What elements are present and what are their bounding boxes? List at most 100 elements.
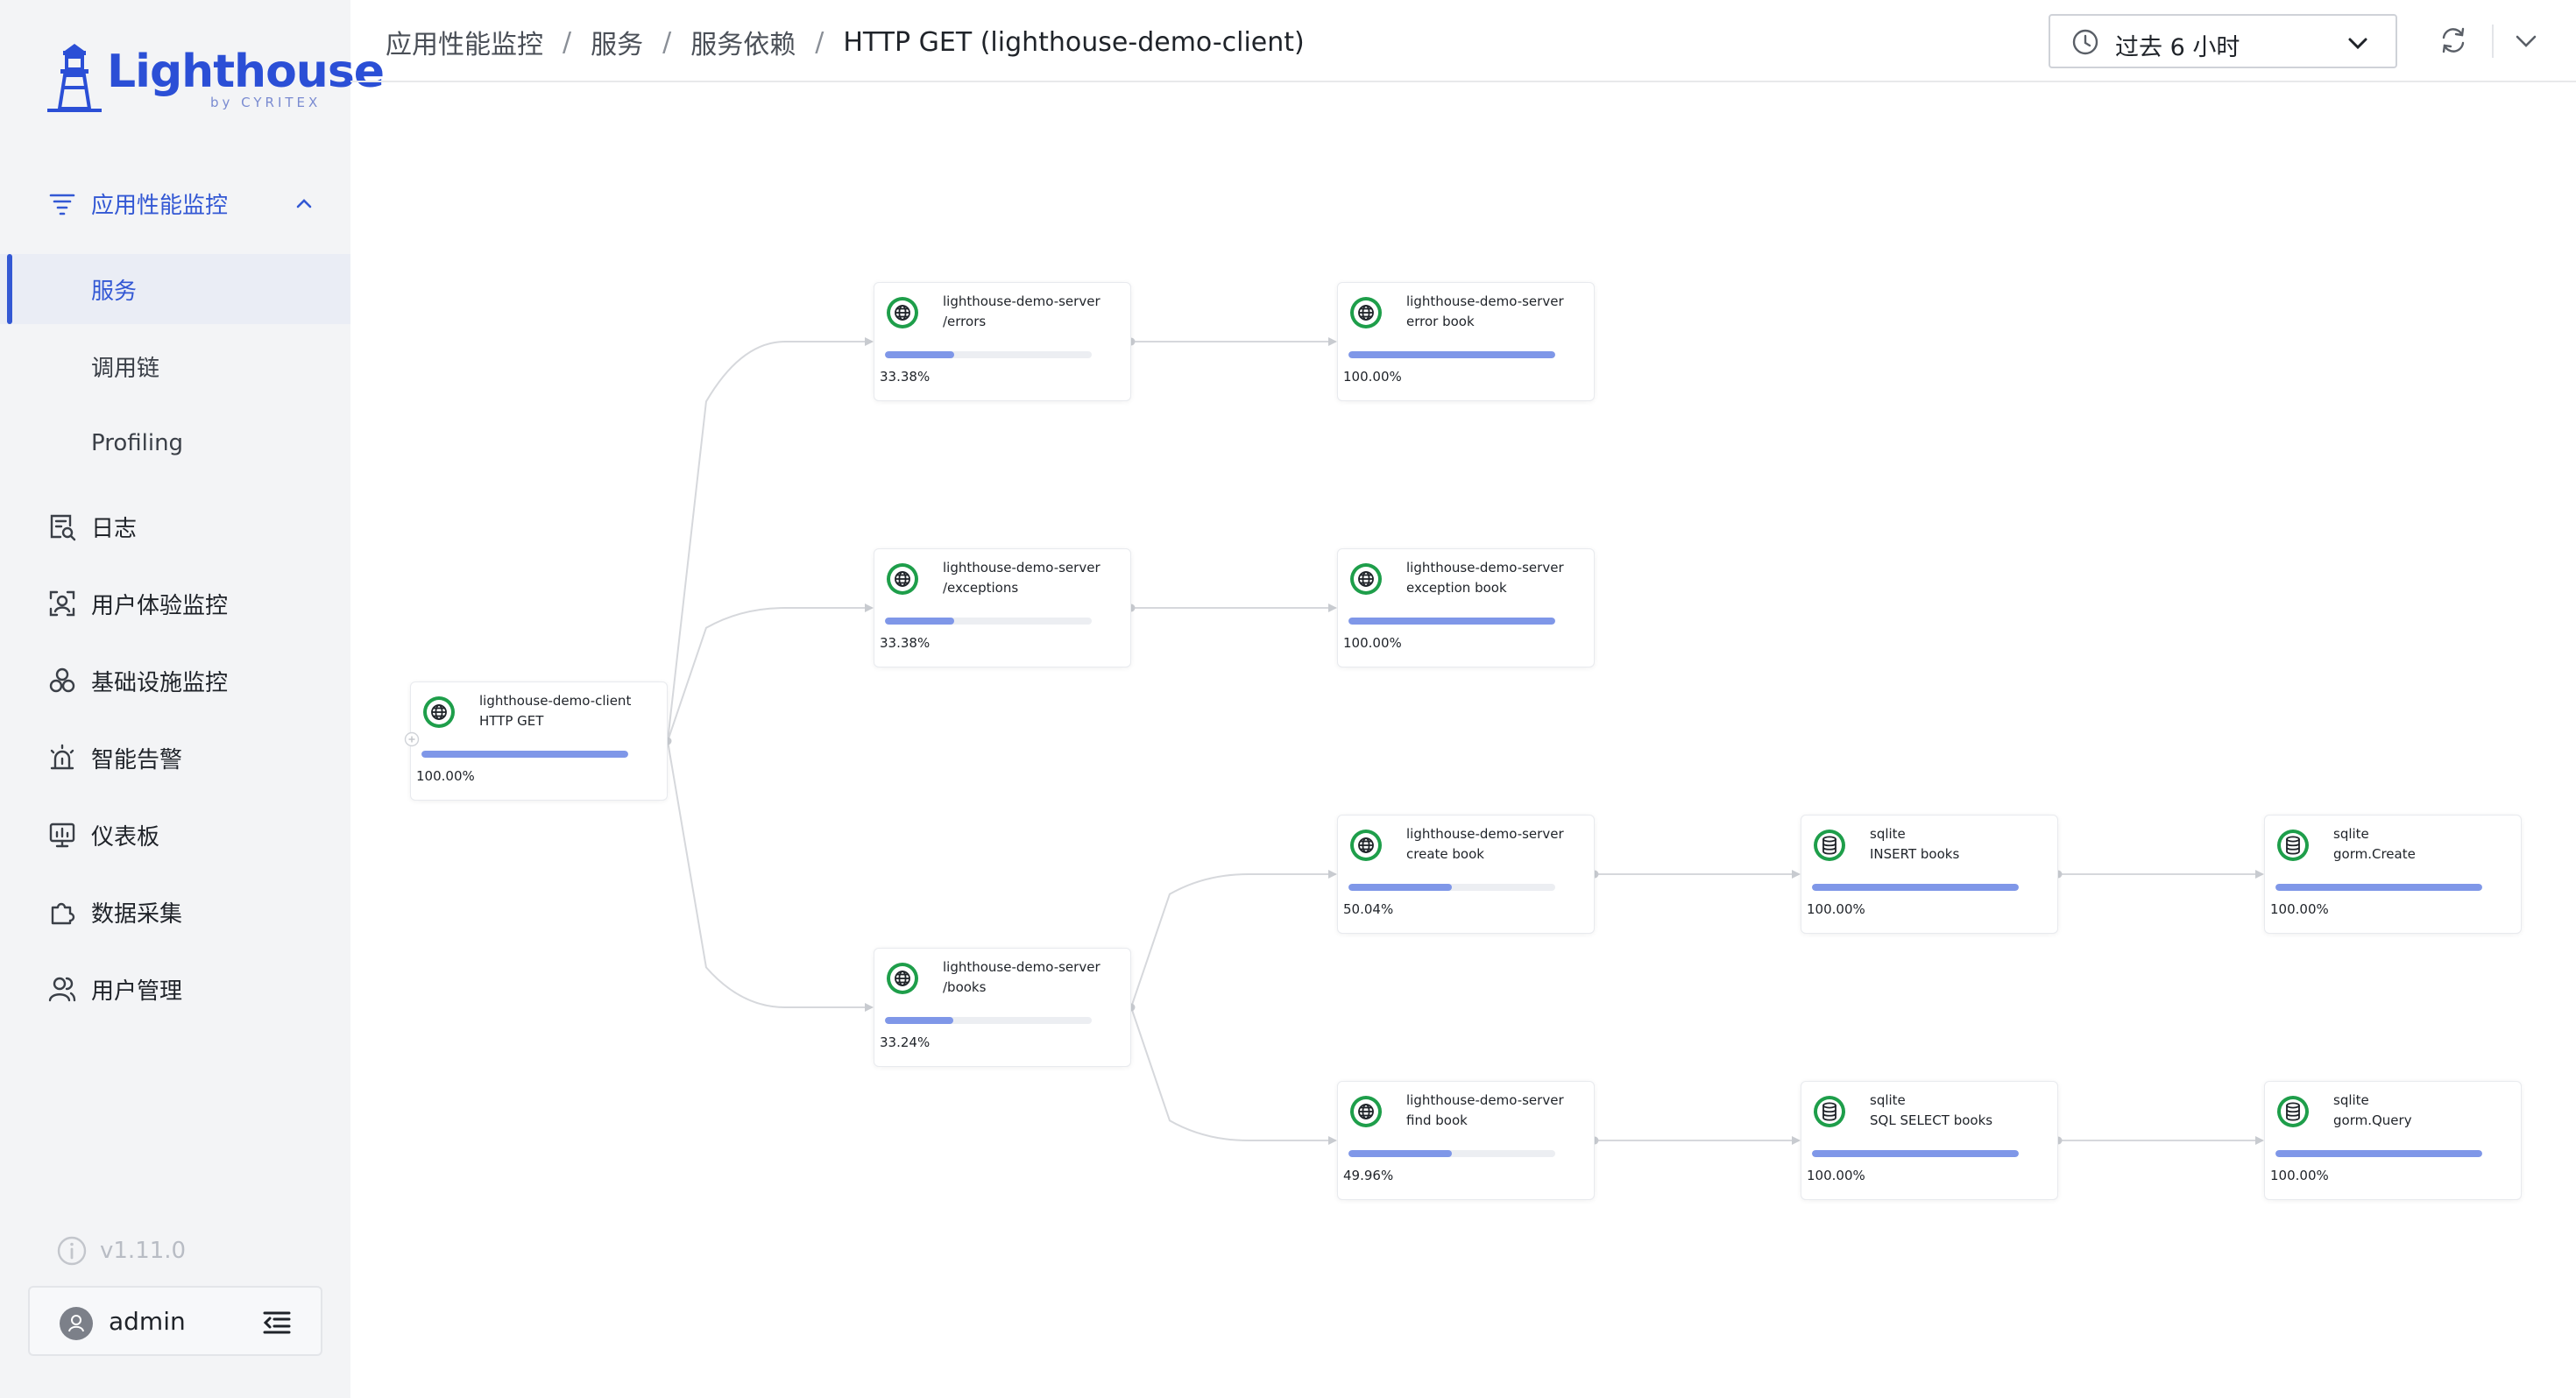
graph-edge-n1-n4 (667, 740, 870, 1008)
edge-arrow (865, 337, 874, 346)
sidebar-item-label: 用户体验监控 (91, 592, 229, 619)
database-icon (1814, 1096, 1845, 1127)
sidebar-item-users[interactable]: 用户管理 (0, 954, 350, 1024)
globe-icon (1350, 563, 1382, 595)
sidebar-item-label: 调用链 (91, 355, 160, 382)
sidebar-item-label: 基础设施监控 (91, 669, 229, 696)
sidebar-item-data-collection[interactable]: 数据采集 (0, 877, 350, 947)
alarm-light-icon (50, 744, 74, 770)
globe-icon (423, 696, 455, 728)
breadcrumb-apm[interactable]: 应用性能监控 (386, 30, 543, 60)
edge-arrow (1792, 1136, 1801, 1145)
node-percent-label: 100.00% (2270, 1168, 2329, 1183)
user-icon (68, 1315, 84, 1332)
cluster-icon (49, 667, 75, 693)
sidebar-item-label: 日志 (91, 515, 138, 542)
user-menu[interactable]: admin (28, 1286, 322, 1356)
chevron-down-icon[interactable] (2511, 26, 2541, 56)
edge-arrow (1328, 337, 1337, 346)
sidebar-item-label: 服务 (91, 278, 138, 305)
sidebar-item-rum[interactable]: 用户体验监控 (0, 568, 350, 639)
node-operation-name: INSERT books (1870, 846, 1960, 862)
sidebar-item-services[interactable]: 服务 (0, 254, 350, 324)
sidebar-group-label: 应用性能监控 (91, 192, 229, 219)
edge-arrow (865, 604, 874, 612)
lighthouse-logo[interactable]: Lighthouse by CYRITEX (44, 40, 385, 119)
sidebar-item-dashboards[interactable]: 仪表板 (0, 800, 350, 870)
node-operation-name: /books (943, 979, 987, 995)
edge-arrow (1792, 870, 1801, 879)
node-percent-bar (2275, 1150, 2482, 1157)
graph-node-n4[interactable]: lighthouse-demo-server/books 33.24% (874, 948, 1131, 1067)
time-range-label: 过去 6 小时 (2115, 34, 2240, 61)
graph-edges (663, 337, 2264, 1145)
node-percent-track (885, 618, 1092, 625)
node-service-name: lighthouse-demo-server (1406, 560, 1564, 575)
sidebar-item-logs[interactable]: 日志 (0, 491, 350, 561)
node-percent-track (1812, 884, 2019, 891)
sidebar-item-label: 数据采集 (91, 900, 183, 928)
chevron-down-icon (2348, 38, 2367, 50)
node-service-name: lighthouse-demo-server (1406, 826, 1564, 842)
sidebar-item-label: 智能告警 (91, 746, 183, 773)
node-percent-track (1348, 1150, 1555, 1157)
info-icon (57, 1236, 87, 1266)
node-service-name: lighthouse-demo-client (479, 693, 632, 709)
globe-icon (887, 297, 918, 328)
monitor-chart-icon (49, 823, 75, 848)
node-percent-track (885, 1017, 1092, 1024)
node-percent-bar (1348, 618, 1555, 625)
node-percent-bar (885, 618, 954, 625)
filter-lines-icon (49, 194, 75, 215)
logo-subtitle: by CYRITEX (210, 95, 322, 110)
sidebar-item-infra[interactable]: 基础设施监控 (0, 646, 350, 716)
sidebar-group-apm[interactable]: 应用性能监控 (0, 168, 350, 238)
node-percent-bar (885, 351, 954, 358)
node-service-name: lighthouse-demo-server (1406, 293, 1564, 309)
refresh-icon[interactable] (2438, 25, 2469, 56)
sidebar-item-traces[interactable]: 调用链 (0, 331, 350, 401)
expand-node-icon[interactable] (404, 731, 420, 747)
database-icon (1814, 830, 1845, 861)
log-search-icon (50, 514, 76, 541)
time-range-select[interactable]: 过去 6 小时 (2049, 14, 2397, 68)
breadcrumb-services[interactable]: 服务 (591, 30, 644, 60)
edge-arrow (1328, 604, 1337, 612)
edge-arrow (1328, 1136, 1337, 1145)
puzzle-icon (51, 902, 75, 925)
graph-edge-n1-n3 (667, 607, 870, 742)
edge-arrow (865, 1003, 874, 1012)
node-service-name: sqlite (2333, 1092, 2369, 1108)
node-service-name: lighthouse-demo-server (943, 959, 1100, 975)
node-operation-name: HTTP GET (479, 713, 544, 729)
database-icon (2277, 830, 2309, 861)
node-percent-label: 100.00% (1343, 369, 1402, 385)
logo-text: Lighthouse (107, 46, 385, 98)
breadcrumb-dependencies[interactable]: 服务依赖 (690, 30, 796, 60)
breadcrumb-current: HTTP GET (lighthouse-demo-client) (843, 26, 1305, 58)
globe-icon (887, 563, 918, 595)
node-percent-label: 33.24% (880, 1034, 931, 1050)
chevron-up-icon[interactable] (294, 194, 314, 213)
sidebar-item-label: Profiling (91, 430, 184, 456)
collapse-sidebar-icon[interactable] (261, 1307, 293, 1338)
node-percent-track (2275, 1150, 2482, 1157)
sidebar-item-profiling[interactable]: Profiling (0, 408, 350, 478)
globe-icon (1350, 830, 1382, 861)
node-percent-track (421, 751, 628, 758)
sidebar-item-alerts[interactable]: 智能告警 (0, 723, 350, 793)
avatar[interactable] (60, 1307, 93, 1340)
node-operation-name: find book (1406, 1112, 1468, 1128)
